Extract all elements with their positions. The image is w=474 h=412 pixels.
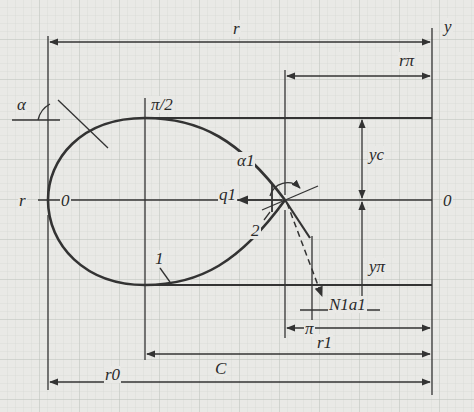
axis-label: r: [18, 192, 27, 209]
dimension-label: rπ: [398, 52, 415, 69]
dimension-label: r1: [316, 334, 333, 351]
dimension-label: r0: [104, 366, 121, 383]
angle-label: α1: [236, 152, 255, 169]
dimension-label: yc: [368, 146, 385, 163]
point-label: π: [304, 320, 315, 337]
angle-label: π/2: [150, 96, 174, 113]
axis-label: y: [443, 18, 453, 35]
force-label: q1: [218, 186, 237, 203]
angle-label: α: [16, 96, 27, 113]
dimension-label: r: [232, 20, 241, 37]
dimension-label: yπ: [368, 258, 386, 275]
dimension-label: C: [214, 360, 227, 377]
callout-number: 2: [250, 222, 261, 239]
origin-label: 0: [442, 192, 453, 209]
callout-number: 1: [154, 250, 165, 267]
force-label: N1a1: [328, 296, 367, 313]
point-label: 0: [60, 192, 71, 209]
